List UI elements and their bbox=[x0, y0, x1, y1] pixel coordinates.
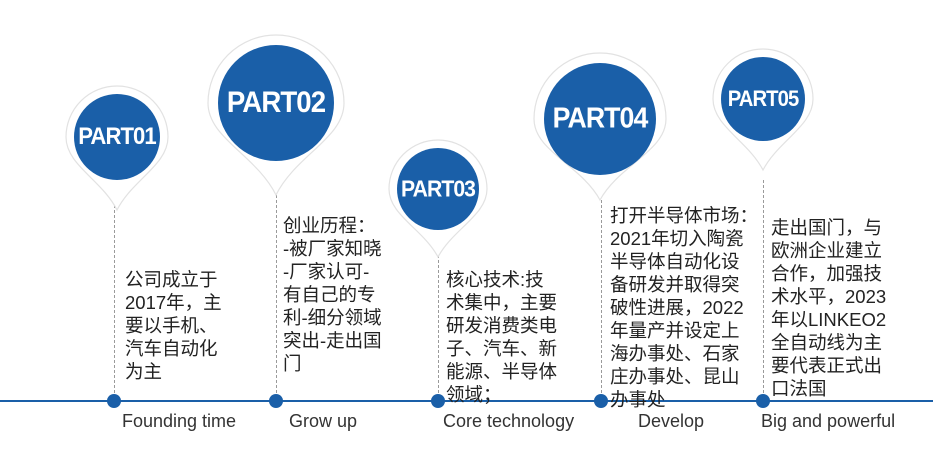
timeline-dot bbox=[269, 394, 283, 408]
part-label: PART02 bbox=[226, 86, 326, 119]
connector-line bbox=[763, 180, 764, 398]
description-part03: 核心技术:技 术集中，主要 研发消费类电 子、汽车、新 能源、半导体 领域； bbox=[446, 269, 558, 405]
stage-label-part01: Founding time bbox=[122, 411, 237, 431]
description-part01: 公司成立于 2017年，主 要以手机、 汽车自动化 为主 bbox=[125, 269, 222, 382]
description-part02: 创业历程： -被厂家知晓 -厂家认可- 有自己的专 利-细分领域 突出-走出国 … bbox=[283, 215, 382, 374]
timeline-dot bbox=[756, 394, 770, 408]
connector-line bbox=[114, 200, 115, 398]
timeline-dot bbox=[594, 394, 608, 408]
timeline-axis bbox=[0, 400, 933, 402]
pin-part01: PART01 bbox=[62, 85, 172, 215]
stage-label-part02: Grow up bbox=[289, 411, 358, 431]
timeline-dot bbox=[431, 394, 445, 408]
stage-label-part05: Big and powerful bbox=[761, 411, 896, 431]
pin-part03: PART03 bbox=[385, 137, 491, 262]
part-label: PART01 bbox=[78, 123, 156, 150]
pin-part05: PART05 bbox=[709, 45, 817, 175]
pin-part04: PART04 bbox=[530, 52, 670, 205]
stage-label-part04: Develop bbox=[638, 411, 705, 431]
timeline-dot bbox=[107, 394, 121, 408]
pin-part02: PART02 bbox=[204, 34, 348, 200]
part-label: PART04 bbox=[552, 102, 649, 135]
connector-line bbox=[438, 250, 439, 398]
connector-line bbox=[276, 190, 277, 398]
part-label: PART03 bbox=[400, 175, 476, 202]
stage-label-part03: Core technology bbox=[443, 411, 575, 431]
description-part04: 打开半导体市场： 2021年切入陶瓷 半导体自动化设 备研发并取得突 破性进展，… bbox=[610, 205, 759, 410]
connector-line bbox=[601, 190, 602, 398]
part-label: PART05 bbox=[727, 86, 800, 111]
description-part05: 走出国门，与 欧洲企业建立 合作，加强技 术水平，2023 年以LINKEO2 … bbox=[771, 217, 887, 399]
